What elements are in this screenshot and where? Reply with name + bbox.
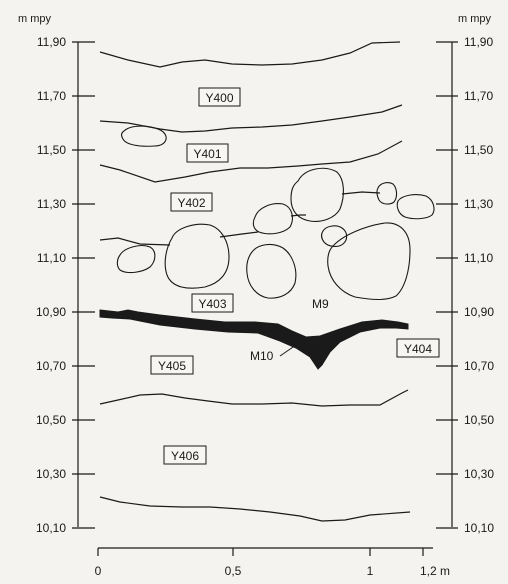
label-box-y406 xyxy=(163,445,207,465)
label-y406: Y406 xyxy=(171,449,199,463)
feature-labels: M9 M10 xyxy=(250,297,329,363)
label-box-y402 xyxy=(170,192,213,212)
stone-6 xyxy=(321,225,348,247)
stone-5 xyxy=(252,203,293,235)
right-axis-tick-label: 10,50 xyxy=(464,413,494,427)
left-axis-tick-label: 10,30 xyxy=(36,467,66,481)
boundary-y405-y406 xyxy=(99,389,409,407)
boundary-y400-y401 xyxy=(99,104,403,133)
right-axis-tick-label: 10,70 xyxy=(464,359,494,373)
label-y402: Y402 xyxy=(177,196,205,210)
m10-leader-line xyxy=(279,344,297,357)
boundary-y402-y403-c xyxy=(290,214,306,217)
bottom-tick-label-1: 0,5 xyxy=(225,564,242,578)
bottom-tick-label-2: 1 xyxy=(367,564,374,578)
left-axis-tick-label: 10,10 xyxy=(36,521,66,535)
stone-2 xyxy=(290,167,344,222)
m10-deposit xyxy=(99,309,409,370)
layer-boundaries xyxy=(99,41,411,522)
stones xyxy=(116,125,435,301)
stone-1 xyxy=(121,125,167,147)
boundary-y402-y403-d xyxy=(341,191,381,195)
stone-9 xyxy=(246,243,297,299)
boundary-bottom xyxy=(99,496,411,522)
left-axis: m mpy 11,90 11,70 11,50 11,30 11,10 10,90 10,7… xyxy=(18,13,95,535)
label-box-y401 xyxy=(186,143,229,163)
right-axis-tick-label: 11,70 xyxy=(464,89,493,103)
bottom-tick-label-0: 0 xyxy=(95,564,102,578)
right-axis: m mpy 11,90 11,70 11,50 11,30 11,10 10,90 10,7… xyxy=(436,13,494,535)
left-axis-tick-label: 11,10 xyxy=(37,251,66,265)
label-y400: Y400 xyxy=(205,91,233,105)
stone-3 xyxy=(376,182,398,205)
label-box-y404 xyxy=(396,338,440,358)
left-axis-tick-label: 10,90 xyxy=(36,305,66,319)
right-axis-tick-label: 10,30 xyxy=(464,467,494,481)
right-axis-unit: m mpy xyxy=(458,13,492,25)
left-axis-unit: m mpy xyxy=(18,13,52,25)
left-axis-tick-label: 11,30 xyxy=(37,197,66,211)
label-y403: Y403 xyxy=(198,297,226,311)
boundary-top xyxy=(99,41,401,68)
label-box-y405 xyxy=(150,355,194,375)
stone-7 xyxy=(116,245,156,274)
left-axis-tick-label: 11,90 xyxy=(37,35,66,49)
right-axis-tick-label: 11,10 xyxy=(464,251,493,265)
label-y405: Y405 xyxy=(158,359,186,373)
right-axis-tick-label: 11,50 xyxy=(464,143,493,157)
boundary-y402-y403 xyxy=(99,237,171,246)
bottom-tick-label-3: 1,2 m xyxy=(420,564,450,578)
label-box-y403 xyxy=(191,293,234,313)
label-m10: M10 xyxy=(250,349,274,363)
label-y401: Y401 xyxy=(193,147,221,161)
label-box-y400 xyxy=(198,87,241,107)
label-y404: Y404 xyxy=(404,342,432,356)
left-axis-tick-label: 10,50 xyxy=(36,413,66,427)
right-axis-tick-label: 10,10 xyxy=(464,521,494,535)
bottom-axis: 0 0,5 1 1,2 m xyxy=(95,547,450,578)
label-m9: M9 xyxy=(312,297,329,311)
stone-4 xyxy=(396,194,435,220)
stone-8 xyxy=(164,223,230,289)
right-axis-tick-label: 11,90 xyxy=(464,35,493,49)
layer-labels: Y400 Y401 Y402 Y403 Y404 Y405 Y406 xyxy=(150,87,440,465)
right-axis-tick-label: 10,90 xyxy=(464,305,494,319)
boundary-y401-y402 xyxy=(99,140,403,183)
left-axis-tick-label: 10,70 xyxy=(36,359,66,373)
stone-10 xyxy=(327,222,411,301)
boundary-y402-y403-b xyxy=(219,231,259,238)
left-axis-tick-label: 11,70 xyxy=(37,89,66,103)
left-axis-tick-label: 11,50 xyxy=(37,143,66,157)
right-axis-tick-label: 11,30 xyxy=(464,197,493,211)
